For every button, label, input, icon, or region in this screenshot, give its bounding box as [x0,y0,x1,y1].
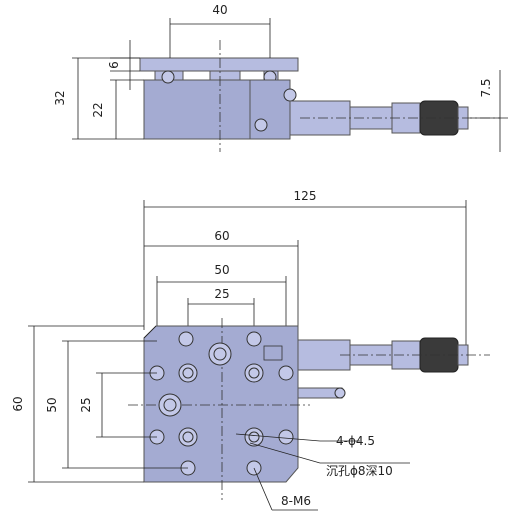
lock-knob [334,387,346,399]
hole-center-inner [213,347,227,361]
side-view: 40 6 32 22 7.5 [53,3,508,152]
hole-row2-right [278,365,294,381]
dim-hole-spacing-vertical-inner: 25 [79,397,93,412]
dim-micrometer-offset: 7.5 [479,78,493,97]
hole-row2-cb-right-inner [248,367,260,379]
hole-row4-cb-left-inner [182,431,194,443]
dim-base-depth: 60 [11,396,25,411]
dim-top-width: 40 [212,3,227,17]
side-lock-screw [283,88,297,102]
dim-overall-length: 125 [294,189,317,203]
dim-hole-spacing-vertical-outer: 50 [45,397,59,412]
dim-base-width: 60 [214,229,229,243]
hole-top-left [178,331,194,347]
hole-top-right [246,331,262,347]
hole-row4-right [278,429,294,445]
hole-row2-cb-left-inner [182,367,194,379]
side-bolt [254,118,268,132]
side-screw-left [161,70,175,84]
slot-mid [209,70,241,81]
dim-body-height: 22 [91,102,105,117]
note-counterbore: 沉孔ϕ8深10 [326,464,393,478]
square-detail [263,345,283,361]
dim-hole-spacing-inner: 25 [214,287,229,301]
top-plate [139,57,299,72]
hole-mid-inner [163,398,177,412]
side-housing [249,79,291,140]
note-through-holes: 4-ϕ4.5 [336,434,375,448]
dim-plate-thickness: 6 [107,61,121,69]
top-view: 125 60 50 25 [11,189,490,511]
dim-hole-spacing-outer: 50 [214,263,229,277]
dim-total-height: 32 [53,90,67,105]
note-tapped-holes: 8-M6 [281,494,311,508]
hole-row4-cb-right-inner [248,431,260,443]
